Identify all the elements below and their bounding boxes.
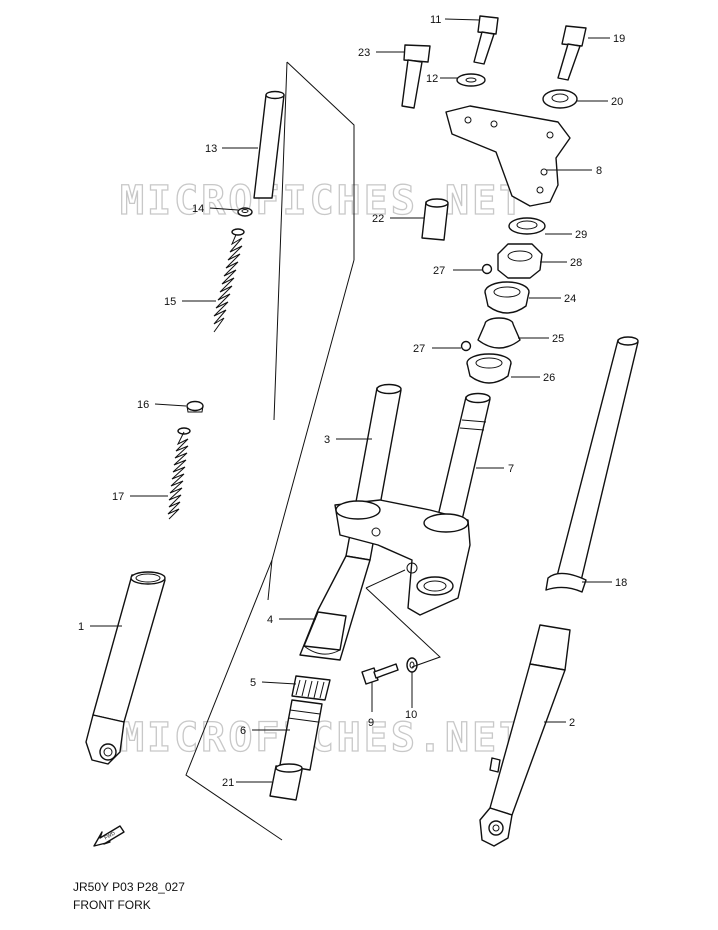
callout-11: 11 [430, 14, 441, 26]
part-24-race[interactable] [484, 281, 530, 314]
part-1-outer-tube[interactable] [85, 571, 166, 765]
part-9-bolt[interactable] [361, 663, 399, 685]
diagram-code: JR50Y P03 P28_027 [73, 880, 185, 894]
watermark-top: MICROFICHES.NET [120, 178, 526, 224]
part-28-nut[interactable] [497, 243, 543, 279]
part-27-ball-upper[interactable] [481, 263, 493, 275]
part-20-seat[interactable] [542, 89, 578, 109]
part-12-washer[interactable] [456, 73, 486, 87]
watermark-bottom: MICROFICHES.NET [120, 715, 526, 761]
part-7-steering-stem[interactable] [437, 392, 491, 521]
part-15-spring[interactable] [213, 228, 245, 333]
part-23-bolt[interactable] [401, 44, 431, 109]
part-19-bolt[interactable] [557, 25, 587, 81]
callout-2: 2 [569, 717, 575, 729]
callout-10: 10 [405, 709, 417, 721]
callout-8: 8 [596, 165, 602, 177]
callout-21: 21 [222, 777, 234, 789]
part-18-clip[interactable] [545, 572, 587, 593]
callout-6: 6 [240, 725, 246, 737]
part-11-bolt[interactable] [473, 15, 499, 65]
part-10-washer[interactable] [406, 657, 418, 673]
callout-23: 23 [358, 47, 370, 59]
part-25-cone[interactable] [477, 317, 521, 349]
assembly-frame [185, 61, 355, 841]
callout-26: 26 [543, 372, 555, 384]
callout-1: 1 [78, 621, 84, 633]
callout-20: 20 [611, 96, 623, 108]
callout-14: 14 [192, 203, 204, 215]
callout-25: 25 [552, 333, 564, 345]
callout-7: 7 [508, 463, 514, 475]
callout-18: 18 [615, 577, 627, 589]
part-29-locknut[interactable] [508, 217, 546, 235]
callout-5: 5 [250, 677, 256, 689]
diagram-title: FRONT FORK [73, 898, 151, 912]
part-22-sleeve[interactable] [421, 198, 449, 241]
callout-19: 19 [613, 33, 625, 45]
callout-16: 16 [137, 399, 149, 411]
callout-24: 24 [564, 293, 576, 305]
part-13-tube[interactable] [253, 90, 285, 199]
callout-12: 12 [426, 73, 438, 85]
callout-4: 4 [267, 614, 273, 626]
part-4-cover[interactable] [299, 555, 371, 661]
callout-28: 28 [570, 257, 582, 269]
callout-29: 29 [575, 229, 587, 241]
part-27-ball-lower[interactable] [460, 340, 472, 352]
bolt-bracket-guide [365, 569, 441, 668]
part-8-upper-bracket[interactable] [445, 105, 571, 207]
part-5-ring[interactable] [291, 675, 331, 701]
part-6-lower-tube[interactable] [279, 699, 323, 771]
part-2-right-fork[interactable] [479, 336, 639, 847]
part-16-seat[interactable] [186, 400, 204, 413]
svg-text:FWD: FWD [104, 830, 117, 841]
lower-bracket[interactable] [334, 499, 471, 616]
callout-27-upper: 27 [433, 265, 445, 277]
part-14-washer[interactable] [237, 207, 253, 217]
part-21-cap[interactable] [269, 763, 303, 801]
callout-13: 13 [205, 143, 217, 155]
part-17-spring[interactable] [167, 427, 191, 520]
callout-17: 17 [112, 491, 124, 503]
leader-lines [90, 18, 612, 783]
callout-9: 9 [368, 717, 374, 729]
callout-3: 3 [324, 434, 330, 446]
frame-bottom-line [267, 559, 273, 601]
callout-15: 15 [164, 296, 176, 308]
fwd-arrow-icon: FWD [93, 825, 125, 847]
callout-22: 22 [372, 213, 384, 225]
part-26-race[interactable] [466, 353, 512, 384]
callout-27-lower: 27 [413, 343, 425, 355]
